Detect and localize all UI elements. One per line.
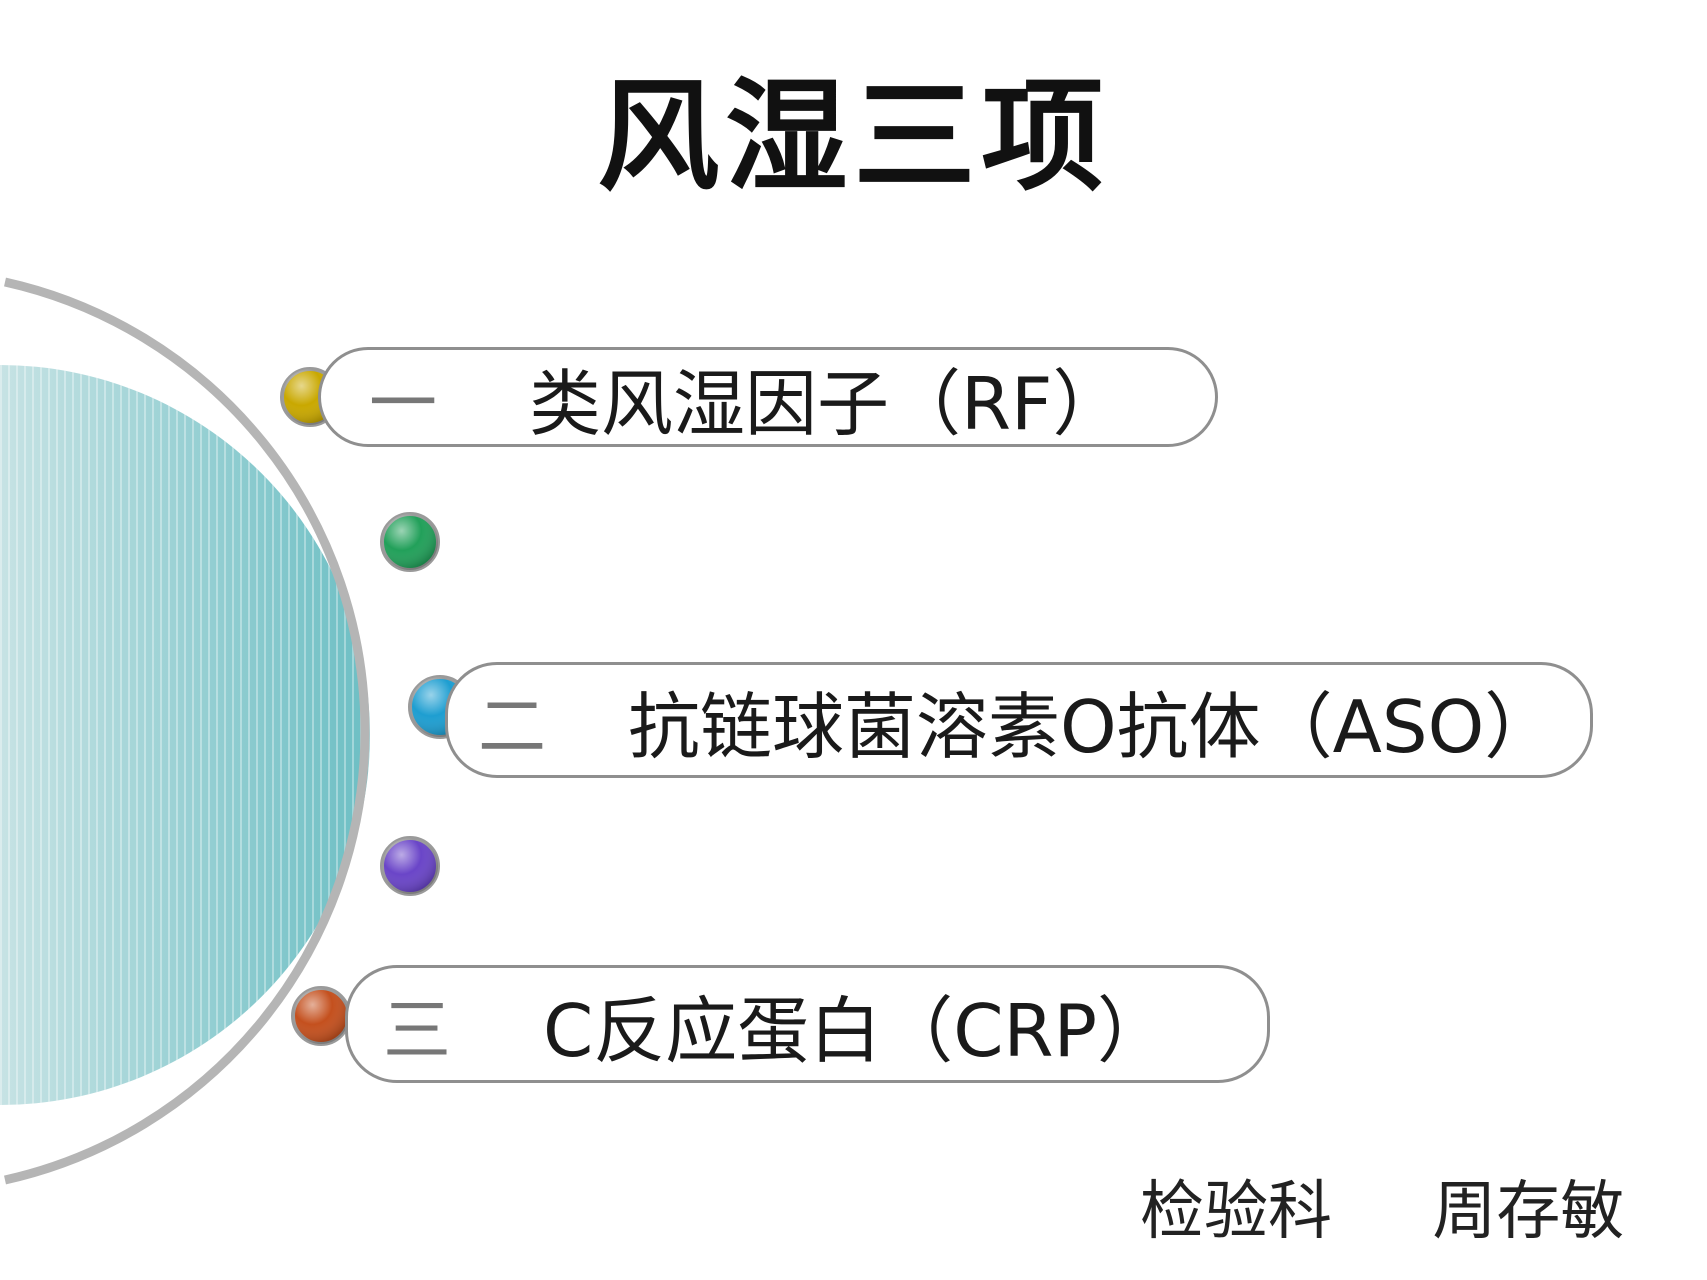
dot-decor-2 <box>380 836 440 896</box>
item-number: 三 <box>383 991 452 1071</box>
dot-decor-1 <box>380 512 440 572</box>
item-label: 抗链球菌溶素O抗体（ASO） <box>628 684 1557 769</box>
author-department: 检验科 <box>1140 1175 1332 1249</box>
item-label: 类风湿因子（RF） <box>529 361 1125 446</box>
list-item: 三 C反应蛋白（CRP） <box>345 965 1270 1083</box>
teal-circle-stripes <box>0 365 370 1105</box>
item-number: 二 <box>478 687 547 767</box>
list-item: 二 抗链球菌溶素O抗体（ASO） <box>445 662 1593 778</box>
author-name: 周存敏 <box>1432 1175 1625 1249</box>
page-title: 风湿三项 <box>597 66 1110 208</box>
grey-arc <box>4 277 370 1185</box>
dot-item-3 <box>291 986 351 1046</box>
item-number: 一 <box>369 364 438 444</box>
list-item: 一 类风湿因子（RF） <box>318 347 1218 447</box>
author-line: 检验科 周存敏 <box>1140 1160 1624 1252</box>
item-label: C反应蛋白（CRP） <box>543 988 1169 1073</box>
